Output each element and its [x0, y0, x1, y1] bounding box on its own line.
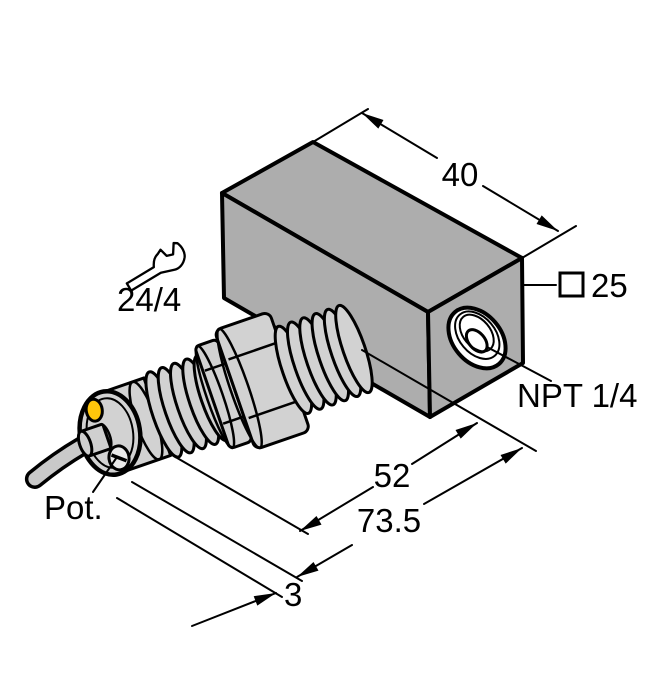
npt-port-label: NPT 1/4 [517, 377, 637, 414]
extension-line-cap-face [131, 481, 303, 582]
dim-52 [299, 422, 478, 532]
led-indicator [84, 397, 104, 423]
dim-52-label: 52 [374, 457, 411, 494]
square-25-label: 25 [591, 267, 628, 304]
leader-npt [486, 346, 552, 382]
dim-3-label: 3 [284, 576, 302, 613]
thread-ridges-rear [273, 303, 374, 415]
pot-label: Pot. [44, 489, 103, 526]
square-symbol [558, 271, 585, 298]
leader-pot [92, 456, 118, 493]
arrowhead [455, 423, 477, 439]
arrowhead [362, 113, 384, 129]
arrowhead [297, 562, 319, 577]
mounting-block [220, 140, 525, 419]
cable-gland [76, 422, 113, 458]
wrench-size-label: 24/4 [117, 281, 181, 318]
arrowhead [253, 593, 276, 606]
dimension-lines [92, 108, 585, 627]
dim-73-5 [296, 447, 523, 578]
extension-line-gland-face [116, 497, 283, 598]
arrowhead [300, 516, 322, 531]
wrench-icon [125, 241, 186, 292]
dim-40-label: 40 [442, 156, 479, 193]
hex-nut [214, 311, 310, 450]
sensor-barrel [24, 303, 374, 489]
extension-line-block-face [361, 349, 537, 452]
arrowhead [536, 215, 558, 231]
extension-line-40-left [312, 108, 369, 143]
extension-line-barrel-end [171, 454, 309, 535]
threaded-port-hole [446, 305, 508, 371]
cable [24, 435, 93, 489]
dim-73-5-label: 73.5 [357, 502, 421, 539]
jam-nut [194, 338, 253, 450]
extension-line-40-right [521, 225, 577, 259]
pot-screw [107, 444, 131, 472]
dim-40 [361, 112, 559, 232]
arrowhead [500, 448, 522, 464]
dim-3 [191, 592, 277, 627]
